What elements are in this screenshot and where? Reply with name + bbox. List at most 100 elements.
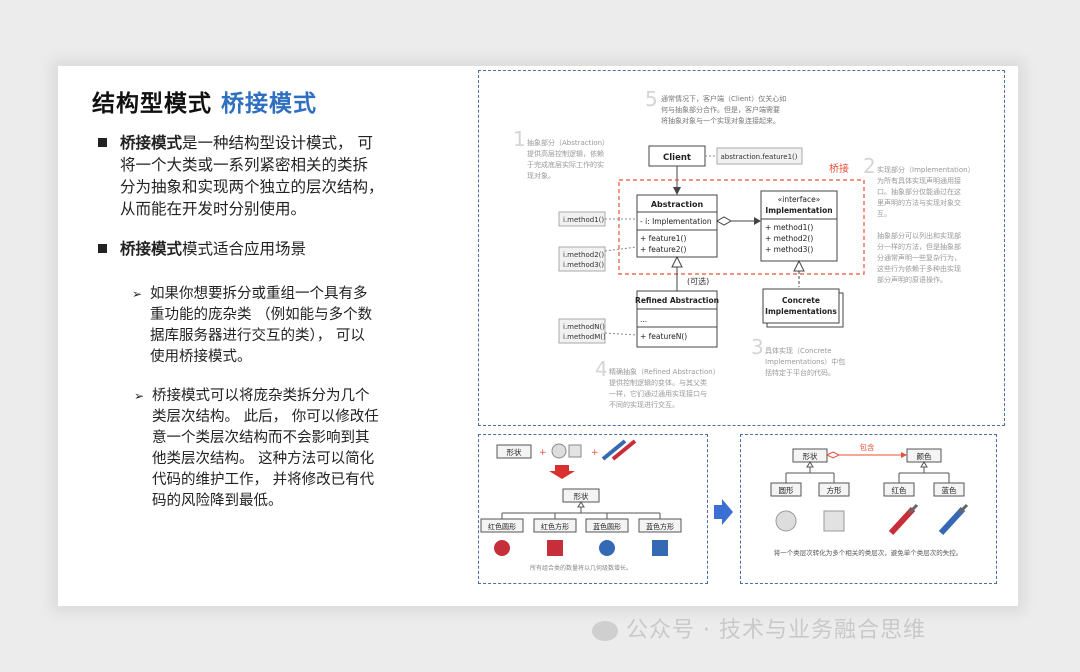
hierarchy-item-box (480, 518, 524, 533)
hierarchy-arrow-head (577, 501, 585, 508)
arrow-bullet-icon: ➢ (134, 389, 145, 403)
uml-diagram-frame: 5 通常情况下，客户端（Client）仅关心如 何与抽象部分合作。但是，客户端需… (478, 70, 1005, 426)
bridge-boundary (618, 179, 865, 275)
note2-line: 实现部分（Implementation） (877, 165, 975, 174)
note4-line: 一样，它们通过通用实现接口与 (609, 389, 707, 398)
bullet1-line2: 将一个大类或一系列紧密相关的类拆 (120, 156, 369, 174)
arrow-bullet-icon: ➢ (132, 287, 143, 301)
note4-number: 4 (595, 357, 608, 381)
note3-line: 具体实现（Concrete (765, 346, 832, 355)
interface-stereotype: «interface» (778, 195, 821, 204)
bullet1-bold: 桥接模式 (120, 134, 183, 152)
client-note: abstraction.feature1() (721, 153, 798, 161)
implementation-method: + method2() (765, 234, 813, 243)
call-note-box (558, 246, 606, 272)
color-root: 颜色 (917, 451, 932, 461)
note2-line: 分通常声明一些复杂行为， (877, 253, 961, 262)
red-square-icon (547, 540, 563, 556)
hierarchy-root: 形状 (574, 491, 589, 501)
implementation-label: Implementation (765, 206, 832, 215)
contains-arrow-head (901, 452, 907, 458)
note1-line: 提供高层控制逻辑，依赖 (527, 149, 604, 158)
scenario-1-line: 如果你想要拆分或重组一个具有多 (150, 286, 368, 302)
optional-label: (可选) (687, 276, 709, 286)
call-note-nb: i.methodM() (563, 333, 606, 341)
note2-line: 这些行为依赖于多种由实现 (877, 264, 961, 273)
client-arrow-head (673, 187, 681, 195)
implementation-method: + method3() (765, 245, 813, 254)
refined-field: ... (640, 315, 647, 324)
hierarchy-item: 蓝色圆形 (593, 522, 621, 531)
color-arrow-head (920, 461, 928, 468)
hierarchy-item: 红色圆形 (488, 522, 516, 531)
bullet2-rest: 模式适合应用场景 (182, 240, 307, 258)
uml-diagram: 5 通常情况下，客户端（Client）仅关心如 何与抽象部分合作。但是，客户端需… (513, 87, 975, 409)
scenario-1-line: 使用桥接模式。 (150, 349, 252, 365)
cube-icon (568, 444, 582, 458)
blue-circle-icon (599, 540, 615, 556)
call-note-connector (604, 246, 638, 252)
abstraction-field: - i: Implementation (640, 217, 712, 226)
scenario-2-line: 桥接模式可以将庞杂类拆分为几个 (152, 388, 370, 404)
inheritance-arrow-head (671, 255, 683, 268)
call-note-box (558, 318, 606, 344)
blue-brush-icon (938, 503, 969, 536)
plus-sign: + (591, 448, 599, 458)
abstraction-box (636, 194, 718, 258)
sphere-icon (775, 510, 797, 532)
scenario-2: ➢ 桥接模式可以将庞杂类拆分为几个 类层次结构。 此后， 你可以修改任 意一个类… (134, 386, 424, 512)
wechat-icon (592, 621, 618, 641)
title-main: 结构型模式 (92, 91, 212, 117)
example-bridge: 形状 包含 颜色 圆形 方形 红色 蓝色 (770, 442, 969, 557)
color-child-box (883, 482, 915, 497)
scenario-2-line: 他类层次结构。 这种方法可以简化 (152, 451, 375, 467)
note2-line: 分一样的方法，但是抽象部 (877, 242, 961, 251)
shape-child-box (818, 482, 850, 497)
call-note-2b: i.method3() (563, 261, 604, 269)
contains-diamond (825, 451, 841, 459)
contains-label: 包含 (860, 442, 875, 452)
note1-line: 于完成底层实际工作的实 (527, 160, 604, 169)
slide: 结构型模式 桥接模式 桥接模式是一种结构型设计模式， 可 将一个大类或一系列紧密… (58, 66, 1018, 606)
title-highlight: 桥接模式 (221, 91, 318, 117)
shape-tag: 形状 (507, 447, 522, 457)
blue-square-icon (652, 540, 668, 556)
color-child-box (933, 482, 965, 497)
page-title: 结构型模式 桥接模式 (92, 84, 317, 118)
note2-line: 里声明的方法与实现对象交 (877, 198, 961, 207)
note3-number: 3 (751, 335, 764, 359)
abstraction-label: Abstraction (651, 200, 704, 209)
example-bridge-frame: 形状 包含 颜色 圆形 方形 红色 蓝色 (740, 434, 997, 584)
call-note-na: i.methodN() (563, 323, 605, 331)
bullet-square-icon (98, 244, 107, 253)
note4-line: 提供控制逻辑的变体。与其父类 (609, 378, 707, 387)
aggregation-arrow-head (754, 217, 761, 225)
hierarchy-item-box (533, 518, 577, 533)
scenario-1-line: 重功能的庞杂类 （例如能与多个数 (150, 307, 373, 323)
call-note-2a: i.method2() (563, 251, 604, 259)
watermark: 公众号 · 技术与业务融合思维 (592, 612, 926, 644)
hierarchy-item: 蓝色方形 (646, 522, 674, 531)
scenario-2-line: 码的风险降到最低。 (152, 493, 283, 509)
client-note-box (716, 147, 803, 165)
example-inheritance-frame: 形状 + + 形状 红色圆形 红色方形 (478, 434, 708, 584)
bullet-square-icon (98, 138, 107, 147)
implementation-method: + method1() (765, 223, 813, 232)
note4-line: 精确抽象（Refined Abstraction） (609, 367, 720, 376)
refined-method: + featureN() (640, 332, 687, 341)
shape-root: 形状 (803, 451, 818, 461)
client-label: Client (663, 153, 691, 163)
cube-icon (823, 510, 845, 532)
hierarchy-item-box (638, 518, 682, 533)
abstraction-method: + feature1() (640, 234, 686, 243)
bullet1-line1: 是一种结构型设计模式， 可 (182, 134, 373, 152)
note1-line: 现对象。 (527, 171, 555, 180)
shape-arrow-head (806, 461, 814, 468)
red-brush-icon (888, 503, 919, 536)
aggregation-diamond (715, 216, 733, 226)
note4-line: 不同的实现进行交互。 (609, 400, 679, 409)
note5-line: 将抽象对象与一个实现对象连接起来。 (661, 116, 780, 125)
note2-line: 部分声明的原语操作。 (877, 275, 947, 284)
abstraction-method: + feature2() (640, 245, 686, 254)
bridge-label: 桥接 (829, 162, 849, 175)
